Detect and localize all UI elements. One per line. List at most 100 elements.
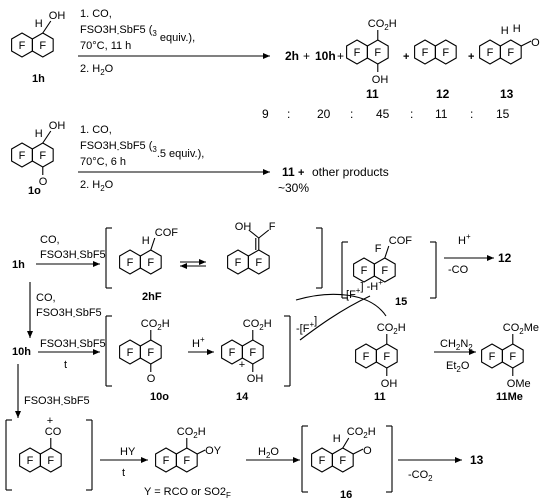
o-atom: O [531, 37, 540, 49]
compound-16-label: 16 [340, 489, 352, 501]
ratio-0: 9 [262, 107, 269, 121]
mol-15-f-right: F [381, 265, 388, 277]
cond2-line1: 1. CO, [80, 124, 112, 136]
ratio-6: 11 [435, 107, 448, 121]
mol-enol-ester-f-left: F [163, 455, 170, 467]
mech-1h-label: 1h [12, 259, 25, 271]
h-atom: H [501, 25, 509, 37]
co2h-group: CO2H [141, 318, 170, 332]
co2me-group: CO2Me [503, 322, 539, 336]
mol-11-mech-f-left: F [363, 351, 370, 363]
product-2: 10h [315, 49, 336, 63]
compound-12-label: 12 [436, 87, 450, 101]
f-atom: F [375, 243, 382, 255]
arrow-hydrolysis-head [293, 457, 300, 463]
bond-oh [42, 130, 52, 144]
ratio-7: : [470, 107, 473, 121]
product-0: 2h [285, 49, 299, 63]
compound-13-label: 13 [470, 453, 484, 467]
ratio-5: : [410, 107, 413, 121]
mol-2hF-ring-right [139, 249, 162, 275]
mol-14-f-right: F [249, 347, 256, 359]
step3-line2: t [64, 359, 67, 371]
compound-1o-label: 1o [28, 185, 41, 197]
arrow-protonation-head [207, 349, 214, 355]
plus: + [468, 51, 474, 63]
ratio-1: : [287, 107, 290, 121]
mol-1h-f-right: F [39, 40, 46, 52]
cation-charge: + [47, 415, 53, 427]
equilibrium-back-head [180, 263, 187, 269]
mol-12-f-right: F [442, 47, 449, 59]
oh-group: OH [372, 74, 389, 86]
cond2-line2: FSO3H-SbF5 (3.5 equiv.), [80, 140, 204, 160]
mol-acylium-f-right: F [47, 455, 54, 467]
cond1-line2: FSO3H-SbF5 (3 equiv.), [80, 24, 195, 44]
mol-12-f-left: F [422, 47, 429, 59]
step2-line1: CO, [36, 292, 56, 304]
step1-line1: CO, [40, 234, 60, 246]
mol-13-f-right: F [507, 47, 514, 59]
mol-enol-ring-right [247, 249, 270, 275]
mol-14-f-left: F [229, 347, 236, 359]
cond2-line3: 70°C, 6 h [80, 156, 126, 168]
co2h-group: CO2H [368, 18, 397, 32]
mol-11Me-f-left: F [489, 351, 496, 363]
mol-16-f-right: F [339, 455, 346, 467]
mol-1h-ring-right [31, 32, 54, 58]
mol-15-ring-right [373, 257, 396, 283]
hy-reagent: HY [120, 446, 136, 458]
bond-oy [196, 449, 206, 455]
compound-11-label: 11 [366, 87, 379, 101]
bond-oh [248, 229, 260, 239]
arrow-step3-head [93, 349, 100, 355]
compound-10h-label: 10h [12, 346, 31, 358]
mol-1o-f-right: F [39, 150, 46, 162]
product-3: + [337, 49, 344, 63]
y-definition: Y = RCO or SO2F [144, 486, 231, 500]
compound-14-label: 14 [236, 391, 249, 403]
mol-2hF-f-right: F [147, 257, 154, 269]
mol-13-f-left: F [487, 47, 494, 59]
co2h-group: CO2H [377, 322, 406, 336]
compound-12-label: 12 [498, 251, 512, 265]
curved-arrow-f-plus [295, 293, 387, 317]
cond1-line4: 2. H2O [80, 63, 114, 77]
arrow-methylation-head [469, 349, 476, 355]
step1-line2: FSO3H-SbF5 [40, 249, 106, 263]
oh-group: OH [49, 10, 66, 22]
oh-group: OH [235, 221, 252, 233]
mol-10o-f-right: F [147, 347, 154, 359]
compound-13-label: 13 [500, 87, 514, 101]
arrow-decarboxylation-head [455, 457, 462, 463]
cation-charge: + [239, 359, 245, 371]
plus: + [298, 167, 304, 179]
mol-enol-f-left: F [235, 257, 242, 269]
co2h-group: CO2H [347, 426, 376, 440]
et2o: Et2O [446, 360, 470, 374]
mol-2hF-f-left: F [127, 257, 134, 269]
temp-label: t [122, 467, 125, 479]
cond1-line1: 1. CO, [80, 8, 112, 20]
compound-1h-label: 1h [32, 73, 45, 85]
h-plus: H+ [192, 335, 205, 350]
ratio-8: 15 [496, 107, 510, 121]
ratio-3: : [350, 107, 353, 121]
mol-acylium-f-left: F [27, 455, 34, 467]
equilibrium-forward-head [199, 259, 206, 265]
mol-1o-f-left: F [19, 150, 26, 162]
mol-acylium-ring-right [39, 447, 62, 473]
compound-11Me-label: 11Me [496, 391, 523, 403]
oh-group: OH [247, 373, 264, 385]
arrow-step1-head [93, 261, 100, 267]
bond-carbonyl [352, 448, 364, 455]
h2o: H2O [258, 446, 279, 460]
f-atom: F [269, 221, 276, 233]
cond2-line4: 2. H2O [80, 179, 114, 193]
product-11: 11 [282, 165, 295, 179]
cof-group: COF [389, 235, 413, 247]
bond-carbonyl [520, 40, 532, 47]
minus-co2: -CO2 [408, 469, 433, 483]
curved-arrow-minus-f-plus [299, 295, 371, 341]
